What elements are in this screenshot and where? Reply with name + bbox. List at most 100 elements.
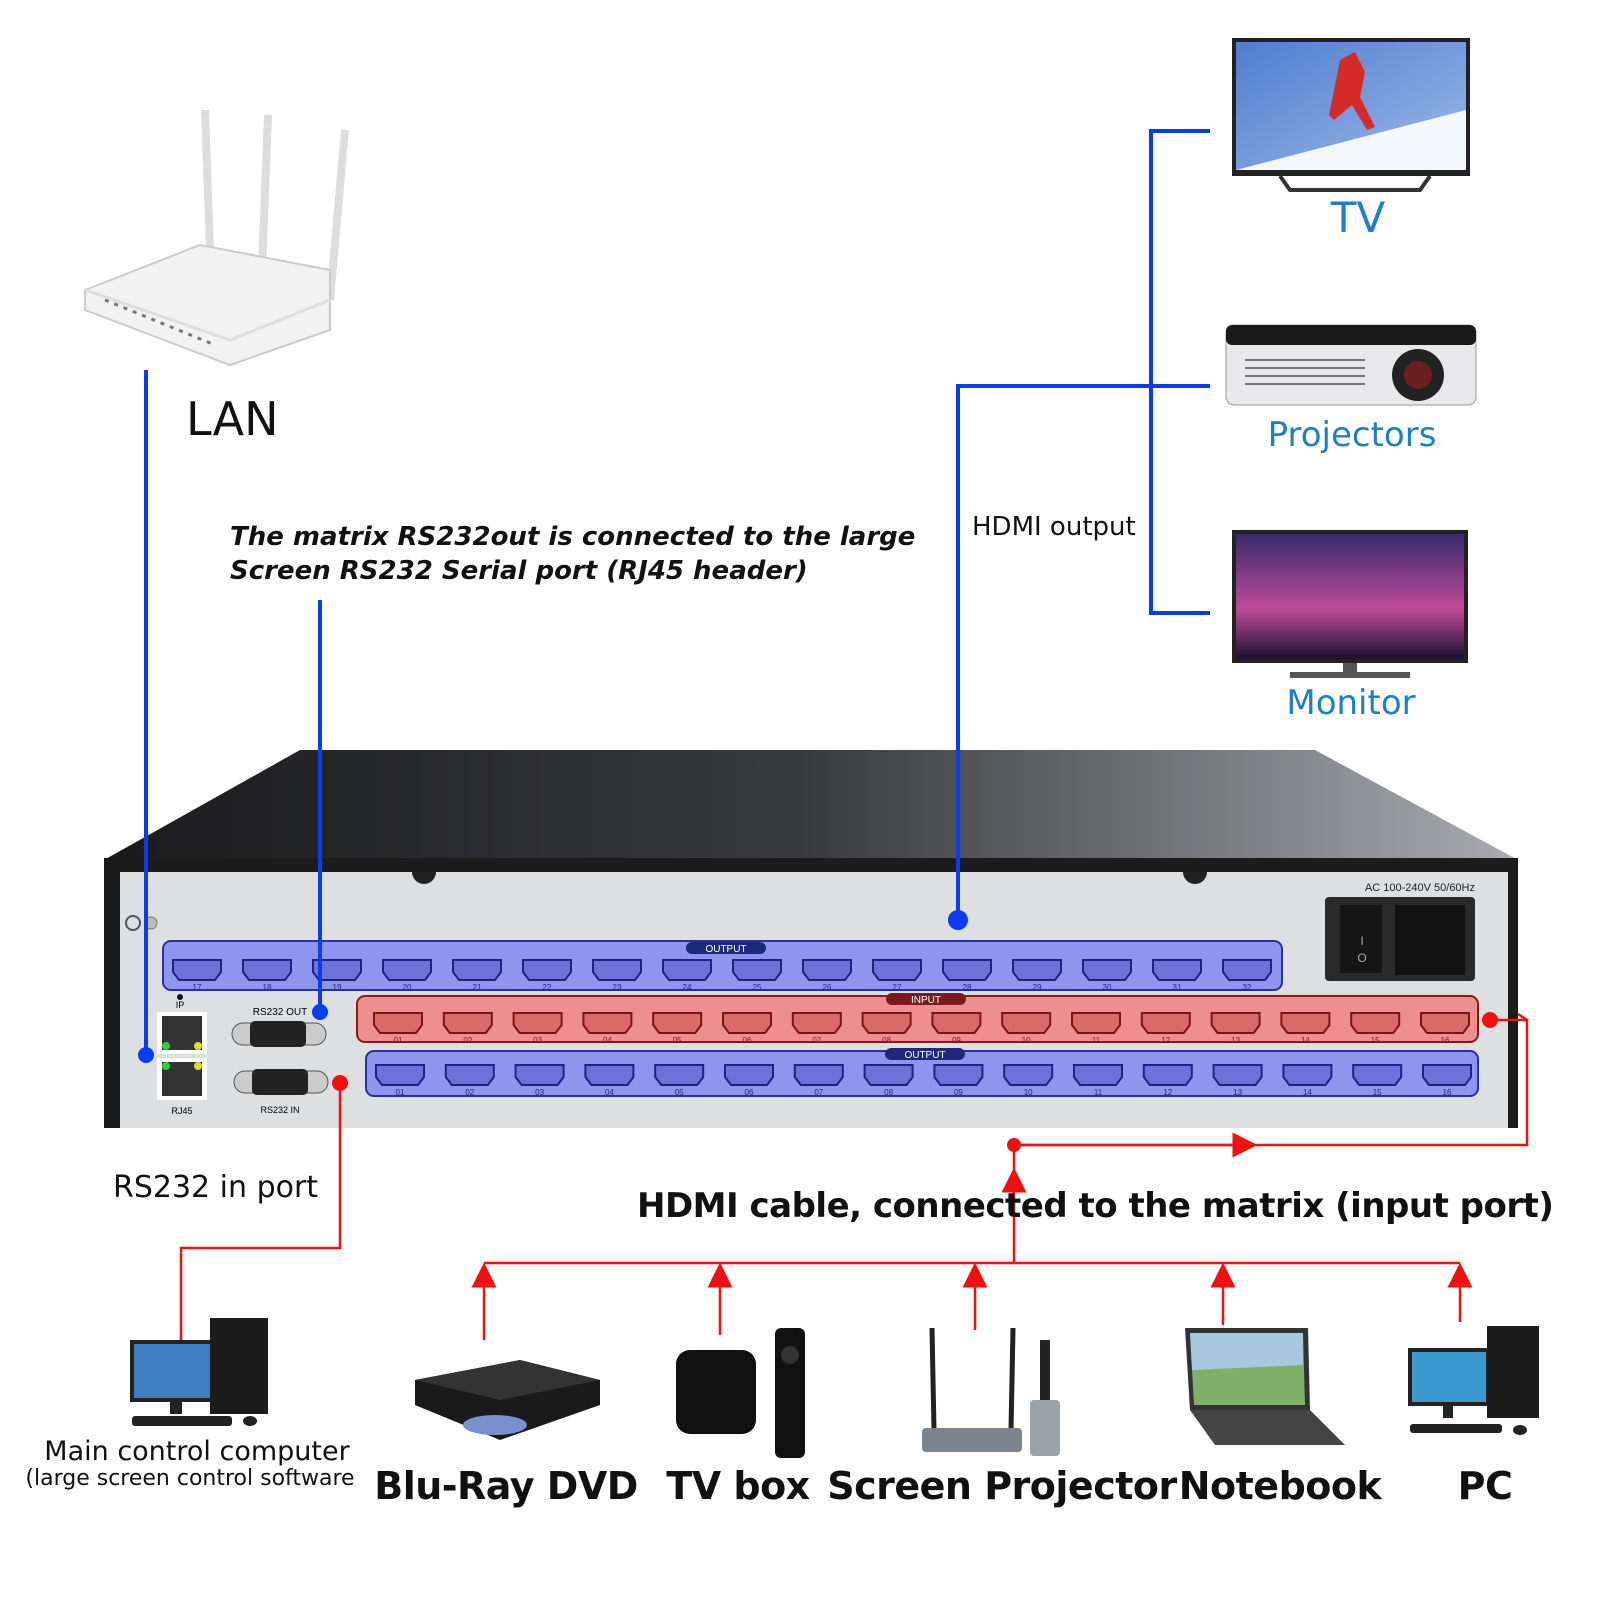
bottom-output-hdmi-port[interactable]	[1422, 1064, 1472, 1086]
bottom-output-hdmi-port[interactable]	[1003, 1064, 1054, 1086]
bottom-output-port-number: 05	[675, 1088, 684, 1097]
router-icon	[84, 109, 349, 367]
input-hdmi-port[interactable]	[1071, 1012, 1121, 1034]
input-port-number: 04	[603, 1036, 612, 1045]
top-output-hdmi-port[interactable]	[802, 959, 852, 981]
bottom-output-hdmi-port[interactable]	[724, 1064, 774, 1086]
power-switch[interactable]	[1340, 905, 1382, 973]
input-port-number: 02	[463, 1036, 472, 1045]
top-output-hdmi-port[interactable]	[1082, 959, 1132, 981]
top-output-hdmi-port[interactable]	[452, 959, 502, 981]
top-output-hdmi-port[interactable]	[312, 959, 362, 981]
bottom-output-port-number: 01	[396, 1088, 405, 1097]
bottom-output-port-number: 08	[884, 1088, 893, 1097]
rj45-ports: IP RJ45	[157, 994, 207, 1116]
bottom-output-hdmi-port[interactable]	[1352, 1064, 1403, 1086]
input-port-number: 16	[1441, 1036, 1450, 1045]
bottom-output-port-number: 07	[814, 1088, 823, 1097]
main-computer-icon	[130, 1318, 268, 1426]
top-output-hdmi-port[interactable]	[382, 959, 432, 981]
input-hdmi-port[interactable]	[791, 1012, 842, 1034]
bottom-output-hdmi-port[interactable]	[654, 1064, 705, 1086]
top-output-port-number: 30	[1103, 983, 1112, 992]
top-output-hdmi-port[interactable]	[662, 959, 712, 981]
input-hdmi-port[interactable]	[1280, 1012, 1331, 1034]
input-port-number: 06	[743, 1036, 752, 1045]
bottom-output-port-number: 14	[1303, 1088, 1312, 1097]
input-port-number: 01	[394, 1036, 403, 1045]
source-label-bluray: Blu-Ray DVD	[374, 1464, 638, 1508]
bottom-output-hdmi-port[interactable]	[1142, 1064, 1193, 1086]
hdmi-output-connection-dot	[948, 910, 968, 930]
rs232-out-connection-dot	[312, 1004, 328, 1020]
hdmi-cable-label: HDMI cable, connected to the matrix (inp…	[637, 1186, 1554, 1226]
bottom-output-port-number: 10	[1024, 1088, 1033, 1097]
top-output-hdmi-port[interactable]	[942, 959, 992, 981]
top-output-port-number: 24	[683, 983, 692, 992]
bottom-output-hdmi-port[interactable]	[1073, 1064, 1123, 1086]
bottom-output-hdmi-port[interactable]	[793, 1064, 844, 1086]
svg-text:RS232 OUT: RS232 OUT	[253, 1007, 307, 1018]
input-hdmi-port[interactable]	[861, 1012, 912, 1034]
top-output-port-number: 31	[1173, 983, 1182, 992]
top-output-badge: OUTPUT	[686, 942, 766, 955]
top-output-port-number: 22	[543, 983, 552, 992]
top-output-port-number: 20	[403, 983, 412, 992]
bottom-output-port-number: 04	[605, 1088, 614, 1097]
top-output-hdmi-port[interactable]	[242, 959, 292, 981]
input-hdmi-port[interactable]	[931, 1012, 982, 1034]
source-label-screen-projector: Screen Projector	[827, 1464, 1177, 1508]
input-port-number: 03	[533, 1036, 542, 1045]
svg-text:O: O	[1357, 951, 1366, 965]
top-output-hdmi-port[interactable]	[732, 959, 782, 981]
input-hdmi-port[interactable]	[1420, 1012, 1470, 1034]
bottom-output-hdmi-port[interactable]	[1282, 1064, 1333, 1086]
bottom-output-hdmi-port[interactable]	[444, 1064, 495, 1086]
top-output-hdmi-port[interactable]	[592, 959, 642, 981]
input-hdmi-port[interactable]	[1350, 1012, 1401, 1034]
input-hdmi-port[interactable]	[373, 1012, 423, 1034]
top-output-hdmi-port[interactable]	[522, 959, 572, 981]
top-output-hdmi-port[interactable]	[1152, 959, 1202, 981]
tv-box-icon	[676, 1328, 805, 1458]
bottom-output-hdmi-port[interactable]	[514, 1064, 565, 1086]
input-port-number: 08	[882, 1036, 891, 1045]
bottom-output-port-number: 11	[1094, 1088, 1103, 1097]
rs232-in-connection-dot	[332, 1075, 348, 1091]
input-hdmi-port[interactable]	[582, 1012, 633, 1034]
bottom-output-hdmi-port[interactable]	[584, 1064, 635, 1086]
main-computer-sublabel: (large screen control software	[25, 1466, 355, 1491]
top-output-hdmi-port[interactable]	[1222, 959, 1272, 981]
top-output-hdmi-port[interactable]	[872, 959, 922, 981]
input-port-number: 13	[1231, 1036, 1240, 1045]
bottom-output-hdmi-port[interactable]	[863, 1064, 914, 1086]
top-output-hdmi-port[interactable]	[172, 959, 222, 981]
svg-text:RJ45: RJ45	[171, 1106, 192, 1116]
input-hdmi-port[interactable]	[442, 1012, 493, 1034]
input-hdmi-port[interactable]	[652, 1012, 703, 1034]
input-port-number: 14	[1301, 1036, 1310, 1045]
bottom-output-hdmi-port[interactable]	[1212, 1064, 1263, 1086]
input-hdmi-port[interactable]	[1001, 1012, 1052, 1034]
input-hdmi-port[interactable]	[722, 1012, 772, 1034]
power-module: AC 100-240V 50/60Hz I O	[1325, 882, 1475, 981]
top-output-hdmi-port[interactable]	[1012, 959, 1062, 981]
input-port-number: 05	[673, 1036, 682, 1045]
bottom-output-hdmi-port[interactable]	[933, 1064, 984, 1086]
bottom-output-port-number: 09	[954, 1088, 963, 1097]
top-output-port-number: 17	[193, 983, 202, 992]
main-computer-label: Main control computer	[44, 1436, 350, 1467]
top-output-port-number: 32	[1243, 983, 1252, 992]
input-hdmi-port[interactable]	[512, 1012, 563, 1034]
input-hdmi-port[interactable]	[1210, 1012, 1261, 1034]
ground-icon	[125, 915, 141, 931]
top-output-band	[162, 940, 1283, 991]
top-output-port-number: 19	[333, 983, 342, 992]
red-connection-lines	[179, 1012, 1529, 1340]
source-label-pc: PC	[1457, 1464, 1513, 1508]
bottom-output-hdmi-port[interactable]	[375, 1064, 425, 1086]
input-hdmi-port[interactable]	[1140, 1012, 1191, 1034]
bottom-output-badge: OUTPUT	[885, 1048, 965, 1061]
source-label-notebook: Notebook	[1178, 1464, 1382, 1508]
